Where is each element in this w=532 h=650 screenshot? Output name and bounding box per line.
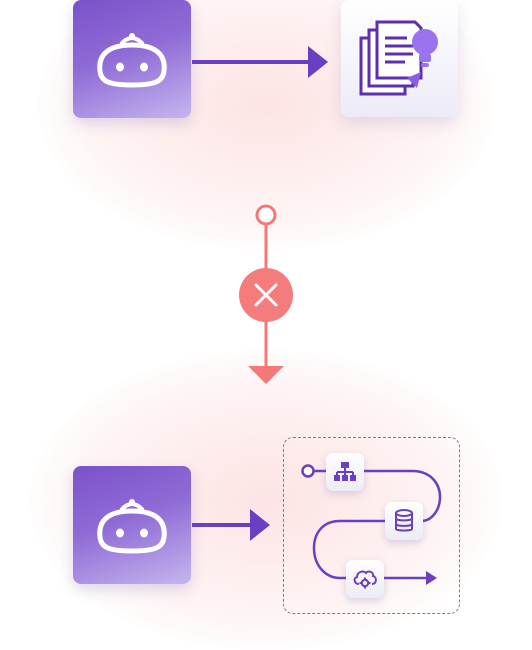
- robot-tile-bottom: [73, 466, 191, 584]
- document-lightbulb-icon: [359, 20, 438, 95]
- robot-icon: [97, 499, 167, 554]
- workflow-step-hierarchy: [326, 453, 364, 491]
- connector-start-node: [255, 204, 277, 226]
- document-lightbulb-tile: [341, 0, 458, 117]
- workflow-end-arrowhead: [426, 571, 437, 585]
- workflow-start-node: [301, 464, 315, 478]
- robot-icon: [97, 33, 167, 88]
- top-arrow: [192, 46, 328, 78]
- bottom-arrow: [192, 509, 270, 541]
- hierarchy-icon: [334, 462, 356, 481]
- cloud-gear-icon: [353, 570, 377, 589]
- middle-connector: [239, 204, 293, 384]
- cross-icon: [239, 268, 293, 322]
- workflow-path: [301, 464, 442, 585]
- workflow-step-cloud: [346, 560, 384, 598]
- database-icon: [395, 509, 413, 532]
- robot-tile-top: [73, 0, 191, 118]
- workflow-step-database: [385, 502, 423, 540]
- connector-arrowhead: [248, 366, 284, 384]
